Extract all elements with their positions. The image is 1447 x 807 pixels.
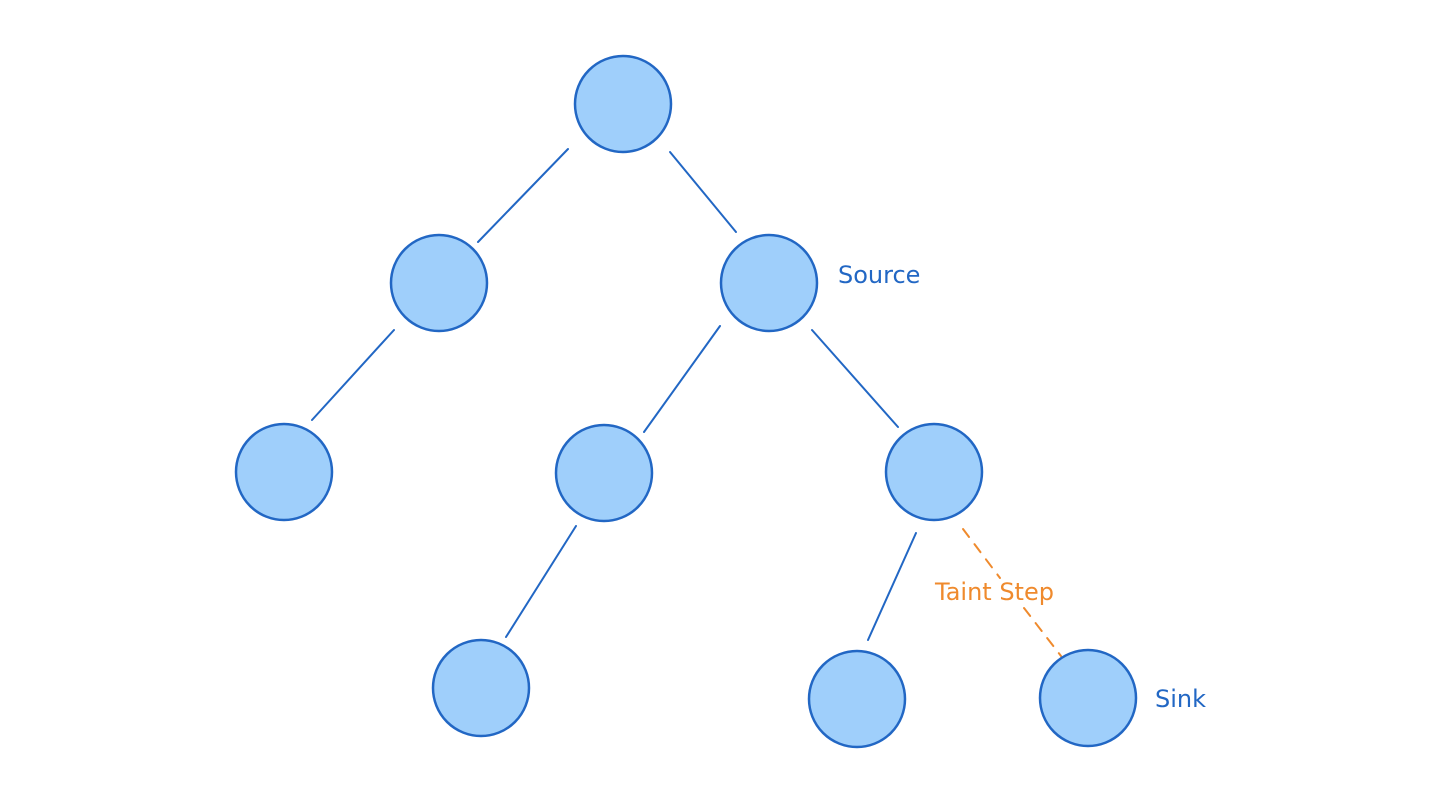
root-node	[573, 54, 673, 154]
source-label: Source	[838, 261, 920, 289]
mid-child-node	[554, 423, 654, 523]
edge-source-rightchild	[811, 329, 899, 428]
sink-node	[1038, 648, 1138, 748]
edge-root-left	[477, 148, 569, 243]
edges	[311, 148, 1062, 657]
edge-left-leftleaf	[311, 329, 395, 421]
edge-midchild-bottomleft	[505, 525, 577, 638]
sink-label: Sink	[1155, 685, 1206, 713]
bottom-left-node	[431, 638, 531, 738]
left-node	[389, 233, 489, 333]
taint-step-edge	[962, 528, 1001, 579]
nodes	[234, 54, 1138, 749]
taint-step-label: Taint Step	[934, 578, 1054, 606]
taint-step-edge-lower	[1023, 607, 1062, 657]
edge-rightchild-bottommid	[867, 532, 917, 641]
source-node	[719, 233, 819, 333]
edge-root-right	[669, 151, 737, 233]
edge-source-midchild	[643, 325, 721, 433]
right-child-node	[884, 422, 984, 522]
bottom-mid-node	[807, 649, 907, 749]
left-leaf-node	[234, 422, 334, 522]
